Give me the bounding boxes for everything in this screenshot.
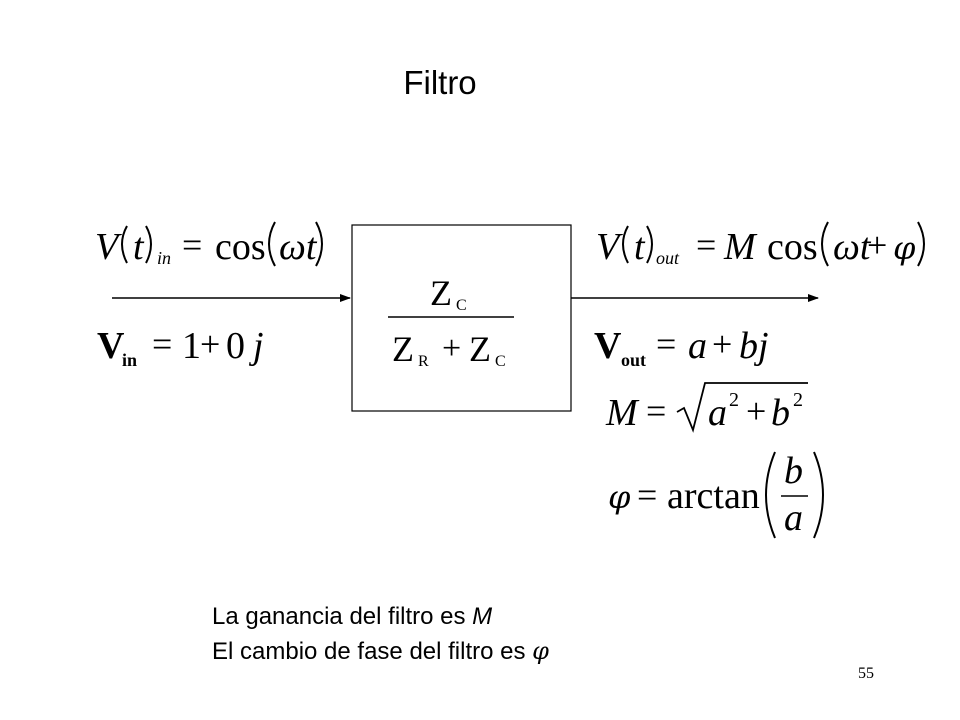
denominator-subscript-1: R bbox=[418, 353, 429, 370]
input-cos-right-paren bbox=[315, 221, 323, 267]
output-time-equation: V t out = M cos ωt + φ bbox=[596, 221, 925, 268]
output-phasor-a: a bbox=[688, 325, 707, 367]
input-phasor-plus: + bbox=[200, 324, 220, 364]
magnitude-a: a bbox=[708, 392, 727, 434]
magnitude-b-exponent: 2 bbox=[793, 389, 803, 411]
output-cos-left-paren bbox=[821, 221, 829, 267]
magnitude-lhs: M bbox=[605, 392, 640, 434]
phase-equals-sign: = bbox=[637, 475, 657, 515]
output-cos-argument-1: ωt bbox=[833, 226, 872, 268]
output-cos-right-paren bbox=[917, 221, 925, 267]
output-time-t: t bbox=[634, 226, 646, 268]
phase-caption-variable: φ bbox=[532, 637, 549, 665]
output-phasor-bj: bj bbox=[739, 325, 769, 367]
output-time-subscript: out bbox=[656, 248, 680, 268]
phase-lhs: φ bbox=[608, 478, 631, 516]
arctan-left-paren bbox=[765, 451, 776, 539]
input-equals-sign: = bbox=[182, 225, 202, 265]
input-time-equation: V t in = cos ωt bbox=[95, 221, 323, 268]
output-phasor-equation: V out = a + bj bbox=[594, 324, 769, 370]
phase-caption-line: El cambio de fase del filtro es φ bbox=[212, 634, 549, 669]
denominator-symbol-2: Z bbox=[469, 329, 491, 369]
filter-box bbox=[351, 224, 572, 412]
gain-caption-text: La ganancia del filtro es bbox=[212, 603, 473, 630]
input-time-lhs-symbol: V bbox=[95, 226, 122, 268]
input-time-subscript: in bbox=[157, 248, 171, 268]
input-phasor-imag: 0 bbox=[226, 325, 245, 367]
denominator-subscript-2: C bbox=[495, 353, 506, 370]
magnitude-b: b bbox=[771, 392, 790, 434]
output-cos-argument-2: φ bbox=[893, 229, 916, 267]
output-left-paren bbox=[622, 225, 629, 264]
input-phasor-equals-sign: = bbox=[152, 324, 172, 364]
input-time-t: t bbox=[133, 226, 145, 268]
magnitude-equals-sign: = bbox=[646, 391, 666, 431]
denominator-symbol-1: Z bbox=[392, 329, 414, 369]
input-phasor-symbol: V bbox=[97, 325, 125, 367]
input-phasor-j: j bbox=[248, 325, 264, 367]
input-phasor-real: 1 bbox=[182, 325, 201, 367]
output-phasor-equals-sign: = bbox=[656, 324, 676, 364]
input-cos-function: cos bbox=[215, 226, 266, 268]
input-right-paren bbox=[145, 225, 152, 264]
input-cos-argument: ωt bbox=[279, 226, 318, 268]
phase-fraction-numerator: b bbox=[784, 450, 803, 492]
square-root-sign bbox=[676, 382, 808, 433]
gain-caption-line: La ganancia del filtro es M bbox=[212, 600, 549, 634]
input-cos-left-paren bbox=[268, 221, 276, 267]
output-cos-plus: + bbox=[867, 225, 887, 265]
output-right-paren bbox=[646, 225, 653, 264]
arctan-function: arctan bbox=[667, 475, 760, 517]
transfer-function: Z C Z R + Z C bbox=[388, 273, 514, 370]
numerator-subscript: C bbox=[456, 297, 467, 314]
phase-fraction-denominator: a bbox=[784, 497, 803, 539]
numerator-symbol: Z bbox=[430, 273, 452, 313]
gain-caption-variable: M bbox=[472, 603, 493, 630]
phase-equation: φ = arctan b a bbox=[608, 450, 824, 539]
input-phasor-equation: V in = 1 + 0 j bbox=[97, 324, 264, 370]
magnitude-equation: M = a 2 + b 2 bbox=[605, 382, 808, 434]
output-gain-M: M bbox=[723, 226, 758, 268]
denominator-plus: + bbox=[442, 330, 461, 367]
output-phasor-subscript: out bbox=[621, 350, 646, 370]
slide-title: Filtro bbox=[403, 64, 477, 101]
magnitude-a-exponent: 2 bbox=[729, 389, 739, 411]
caption: La ganancia del filtro es M El cambio de… bbox=[212, 600, 549, 669]
input-left-paren bbox=[121, 225, 128, 264]
magnitude-plus: + bbox=[746, 391, 766, 431]
output-equals-sign: = bbox=[696, 225, 716, 265]
output-phasor-plus: + bbox=[712, 324, 732, 364]
arctan-right-paren bbox=[813, 451, 824, 539]
output-phasor-symbol: V bbox=[594, 325, 622, 367]
phase-caption-text: El cambio de fase del filtro es bbox=[212, 638, 533, 665]
output-cos-function: cos bbox=[767, 226, 818, 268]
input-phasor-subscript: in bbox=[122, 350, 137, 370]
output-time-lhs-symbol: V bbox=[596, 226, 623, 268]
page-number: 55 bbox=[858, 665, 874, 682]
